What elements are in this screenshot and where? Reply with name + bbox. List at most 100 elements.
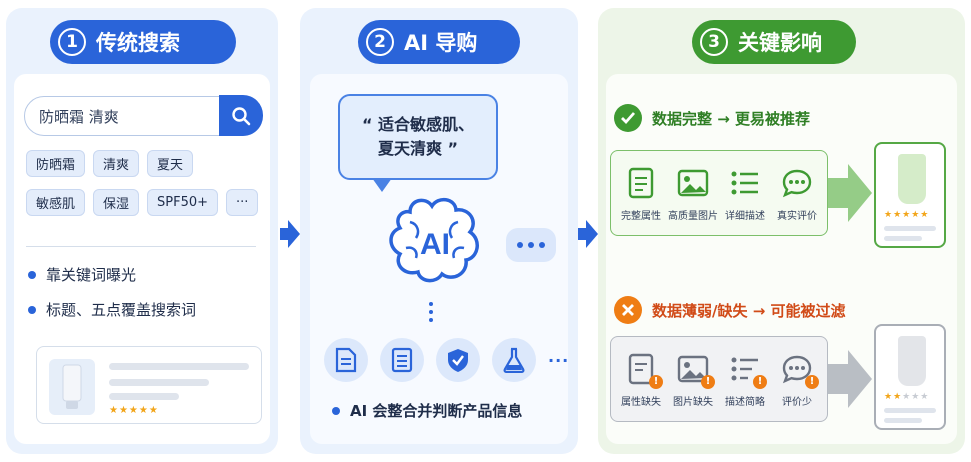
attr-missing-images: ! 图片缺失 — [668, 351, 718, 408]
panel-2-title-text: AI 导购 — [404, 31, 478, 55]
shield-check-icon — [436, 338, 480, 382]
keyword-tag: 夏天 — [147, 150, 194, 177]
rating-stars: ★★★★★ — [884, 210, 930, 220]
search-input[interactable] — [39, 107, 199, 125]
attr-label: 属性缺失 — [621, 396, 661, 408]
check-circle-icon — [614, 104, 642, 132]
product-tube-icon — [898, 154, 926, 204]
connector-dots — [429, 302, 433, 322]
attr-label: 真实评价 — [777, 210, 817, 222]
keyword-tag: 保湿 — [93, 189, 140, 216]
attr-label: 评价少 — [782, 396, 812, 408]
text-placeholder-line — [109, 363, 249, 370]
flow-arrow-icon — [280, 220, 300, 248]
attr-missing-properties: ! 属性缺失 — [616, 351, 666, 408]
search-button[interactable] — [219, 95, 263, 136]
attr-hq-images: 高质量图片 — [668, 165, 718, 222]
list-document-icon — [380, 338, 424, 382]
traditional-search-panel: 1 传统搜索 防晒霜 清爽 夏天 敏感肌 保湿 SPF50+ ··· 靠关键词曝 — [6, 8, 278, 454]
warning-icon: ! — [701, 374, 715, 389]
cross-circle-icon — [614, 296, 642, 324]
text-placeholder-line — [109, 379, 209, 386]
promote-arrow-icon — [828, 164, 872, 222]
bullet-item: 标题、五点覆盖搜索词 — [28, 299, 196, 320]
attr-label: 描述简略 — [725, 396, 765, 408]
rating-stars: ★★★★★ — [884, 392, 930, 402]
bad-headline-text: 数据薄弱/缺失 → 可能被过滤 — [652, 301, 846, 320]
keyword-tag: 清爽 — [93, 150, 140, 177]
text-placeholder-line — [884, 236, 922, 241]
missing-attributes-box: ! 属性缺失 ! 图片缺失 ! 描述简略 ! 评价少 — [610, 336, 828, 422]
attr-label: 详细描述 — [725, 210, 765, 222]
attr-label: 完整属性 — [621, 210, 661, 222]
keyword-tag: SPF50+ — [147, 189, 219, 216]
ai-shopping-panel: 2 AI 导购 “ 适合敏感肌、 夏天清爽 ” AI — [300, 8, 578, 454]
panel-3-title-text: 关键影响 — [738, 31, 822, 55]
brain-icon: AI — [389, 197, 479, 283]
chat-ellipsis-icon — [506, 228, 556, 262]
chat-icon: ! — [779, 351, 819, 389]
warning-icon: ! — [805, 374, 819, 389]
brain-label: AI — [420, 228, 450, 261]
list-icon: ! — [727, 351, 767, 389]
attr-detailed-description: 详细描述 — [720, 165, 770, 222]
image-icon — [675, 165, 711, 201]
list-icon — [727, 165, 763, 201]
step-number-1: 1 — [58, 28, 86, 56]
flask-icon — [492, 338, 536, 382]
text-placeholder-line — [109, 393, 179, 400]
attr-label: 图片缺失 — [673, 396, 713, 408]
panel-1-title-text: 传统搜索 — [96, 31, 180, 55]
keyword-tags: 防晒霜 清爽 夏天 敏感肌 保湿 SPF50+ ··· — [26, 150, 266, 228]
divider — [26, 246, 256, 247]
flow-arrow-icon — [578, 220, 598, 248]
panel-2-content: “ 适合敏感肌、 夏天清爽 ” AI ··· — [310, 74, 568, 444]
key-impact-panel: 3 关键影响 数据完整 → 更易被推荐 完整属性 高质量图片 详细描述 — [598, 8, 965, 454]
good-data-headline: 数据完整 → 更易被推荐 — [614, 104, 810, 132]
keyword-tag: 敏感肌 — [26, 189, 86, 216]
attr-label: 高质量图片 — [668, 210, 718, 222]
text-placeholder-line — [884, 418, 922, 423]
complete-attributes-box: 完整属性 高质量图片 详细描述 真实评价 — [610, 150, 828, 236]
product-card: ★★★★★ — [36, 346, 262, 424]
bullet-list: 靠关键词曝光 标题、五点覆盖搜索词 — [28, 264, 196, 334]
filtered-product-card: ★★★★★ — [874, 324, 946, 430]
panel-3-content: 数据完整 → 更易被推荐 完整属性 高质量图片 详细描述 真实评价 ★★★★ — [606, 74, 957, 444]
product-tube-icon — [62, 364, 82, 409]
ai-caption-text: AI 会整合并判断产品信息 — [350, 402, 523, 420]
text-placeholder-line — [884, 408, 936, 413]
weak-data-headline: 数据薄弱/缺失 → 可能被过滤 — [614, 296, 846, 324]
good-headline-text: 数据完整 → 更易被推荐 — [652, 109, 811, 128]
more-tags: ··· — [226, 189, 259, 216]
panel-2-title: 2 AI 导购 — [358, 20, 520, 64]
query-line-1: “ 适合敏感肌、 — [361, 115, 475, 134]
product-thumbnail — [49, 359, 95, 415]
bubble-tail — [372, 178, 392, 192]
warning-icon: ! — [649, 374, 663, 389]
warning-icon: ! — [753, 374, 767, 389]
user-query-bubble: “ 适合敏感肌、 夏天清爽 ” — [338, 94, 498, 180]
rating-stars: ★★★★★ — [109, 405, 159, 416]
data-source-icons: ··· — [324, 338, 569, 382]
attr-complete-properties: 完整属性 — [616, 165, 666, 222]
keyword-tag: 防晒霜 — [26, 150, 86, 177]
search-icon — [232, 106, 251, 125]
product-tube-icon — [898, 336, 926, 386]
step-number-3: 3 — [700, 28, 728, 56]
document-icon — [623, 165, 659, 201]
image-icon: ! — [675, 351, 715, 389]
search-bar — [24, 95, 263, 136]
text-placeholder-line — [884, 226, 936, 231]
chat-icon — [779, 165, 815, 201]
bullet-item: 靠关键词曝光 — [28, 264, 196, 285]
ai-caption: AI 会整合并判断产品信息 — [332, 400, 522, 421]
step-number-2: 2 — [366, 28, 394, 56]
document-icon: ! — [623, 351, 663, 389]
bullet-text: 标题、五点覆盖搜索词 — [46, 301, 197, 319]
recommended-product-card: ★★★★★ — [874, 142, 946, 248]
panel-1-title: 1 传统搜索 — [50, 20, 236, 64]
attr-brief-description: ! 描述简略 — [720, 351, 770, 408]
filter-arrow-icon — [828, 350, 872, 408]
attr-few-reviews: ! 评价少 — [772, 351, 822, 408]
attr-real-reviews: 真实评价 — [772, 165, 822, 222]
